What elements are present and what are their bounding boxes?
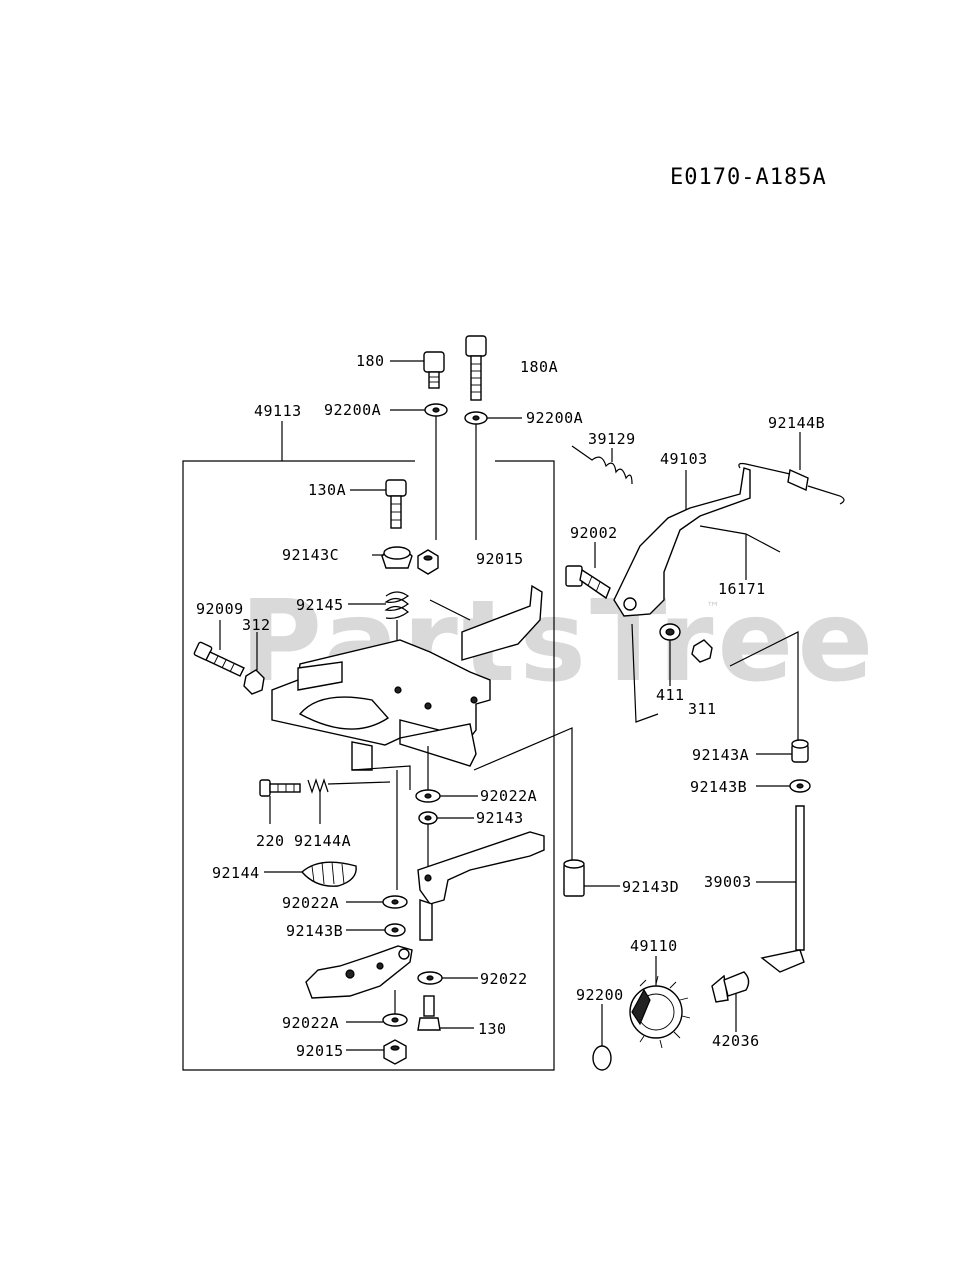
part-92200A-washer-right[interactable] [464, 411, 522, 540]
label-411[interactable]: 411 [656, 686, 685, 704]
part-92144-spring[interactable] [264, 861, 357, 887]
part-180A-bolt[interactable] [465, 335, 487, 401]
label-92022A-1[interactable]: 92022A [480, 787, 537, 805]
label-92143[interactable]: 92143 [476, 809, 524, 827]
label-180A[interactable]: 180A [520, 358, 558, 376]
control-bracket-plate[interactable] [271, 639, 491, 771]
label-39003[interactable]: 39003 [704, 873, 752, 891]
label-92143B-right[interactable]: 92143B [690, 778, 747, 796]
label-92143D[interactable]: 92143D [622, 878, 679, 896]
label-92022A-3[interactable]: 92022A [282, 1014, 339, 1032]
label-92145[interactable]: 92145 [296, 596, 344, 614]
label-92143C[interactable]: 92143C [282, 546, 339, 564]
part-312-nut[interactable] [243, 632, 265, 695]
part-92022-washer[interactable] [417, 971, 478, 985]
part-92200A-washer-left[interactable] [390, 403, 448, 540]
part-92143C-cap[interactable] [372, 546, 413, 569]
label-39129[interactable]: 39129 [588, 430, 636, 448]
part-92022A-washer-1[interactable] [415, 746, 478, 803]
label-311[interactable]: 311 [688, 700, 717, 718]
part-130A-bolt[interactable] [350, 479, 407, 529]
watermark-trademark: ™ [706, 600, 720, 616]
part-16171-wire[interactable] [699, 525, 781, 580]
part-92143-collar[interactable] [418, 811, 474, 870]
part-92143D-sleeve[interactable] [563, 859, 620, 897]
label-130A[interactable]: 130A [308, 481, 346, 499]
label-49110[interactable]: 49110 [630, 937, 678, 955]
part-92143A-sleeve[interactable] [756, 739, 809, 763]
part-42036-holder[interactable] [711, 971, 750, 1032]
part-92200-washer[interactable] [592, 1004, 612, 1071]
governor-lever-arm[interactable] [417, 831, 545, 941]
label-42036[interactable]: 42036 [712, 1032, 760, 1050]
part-92143B-collar-left[interactable] [346, 923, 406, 937]
label-49113[interactable]: 49113 [254, 402, 302, 420]
part-92002-bolt[interactable] [565, 542, 611, 600]
assembly-frame [182, 421, 555, 1071]
part-39003-shaft[interactable] [756, 805, 805, 973]
label-92200[interactable]: 92200 [576, 986, 624, 1004]
part-92009-bolt[interactable] [193, 620, 245, 677]
label-92200A-1[interactable]: 92200A [324, 401, 381, 419]
label-92002[interactable]: 92002 [570, 524, 618, 542]
label-220[interactable]: 220 [256, 832, 285, 850]
part-92022A-washer-2[interactable] [346, 895, 408, 909]
governor-rod[interactable] [351, 765, 411, 890]
diagram-code: E0170-A185A [670, 165, 827, 190]
label-92015-top[interactable]: 92015 [476, 550, 524, 568]
part-130-bolt[interactable] [417, 995, 474, 1031]
part-49110-gear[interactable] [629, 956, 691, 1049]
label-92144[interactable]: 92144 [212, 864, 260, 882]
label-92200A-2[interactable]: 92200A [526, 409, 583, 427]
label-92143A[interactable]: 92143A [692, 746, 749, 764]
part-labels: 180 180A 92200A 92200A 49113 39129 49103… [196, 352, 825, 1060]
part-180-bolt[interactable] [390, 351, 445, 389]
label-92015-bottom[interactable]: 92015 [296, 1042, 344, 1060]
label-16171[interactable]: 16171 [718, 580, 766, 598]
label-130[interactable]: 130 [478, 1020, 507, 1038]
label-92022A-2[interactable]: 92022A [282, 894, 339, 912]
label-312[interactable]: 312 [242, 616, 271, 634]
part-311-nut[interactable] [691, 639, 713, 663]
part-92144A-spring[interactable] [307, 778, 391, 824]
callout-lines-right [473, 623, 799, 862]
label-180[interactable]: 180 [356, 352, 385, 370]
part-411-washer[interactable] [659, 623, 681, 686]
part-39129-spring[interactable] [571, 445, 633, 485]
part-220-bolt[interactable] [259, 779, 301, 824]
label-92009[interactable]: 92009 [196, 600, 244, 618]
label-92144B[interactable]: 92144B [768, 414, 825, 432]
label-92022[interactable]: 92022 [480, 970, 528, 988]
part-49103-lever[interactable] [613, 467, 751, 617]
part-92022A-washer-3[interactable] [346, 990, 408, 1027]
part-92015-nut-bottom[interactable] [346, 1039, 407, 1065]
part-92015-link[interactable] [429, 584, 543, 661]
label-92144A[interactable]: 92144A [294, 832, 351, 850]
label-92143B-left[interactable]: 92143B [286, 922, 343, 940]
part-92143B-collar-right[interactable] [756, 779, 811, 793]
part-92015-nut-top[interactable] [417, 549, 439, 575]
part-92144B-spring[interactable] [738, 432, 845, 505]
label-49103[interactable]: 49103 [660, 450, 708, 468]
lower-lever-plate[interactable] [305, 945, 413, 999]
